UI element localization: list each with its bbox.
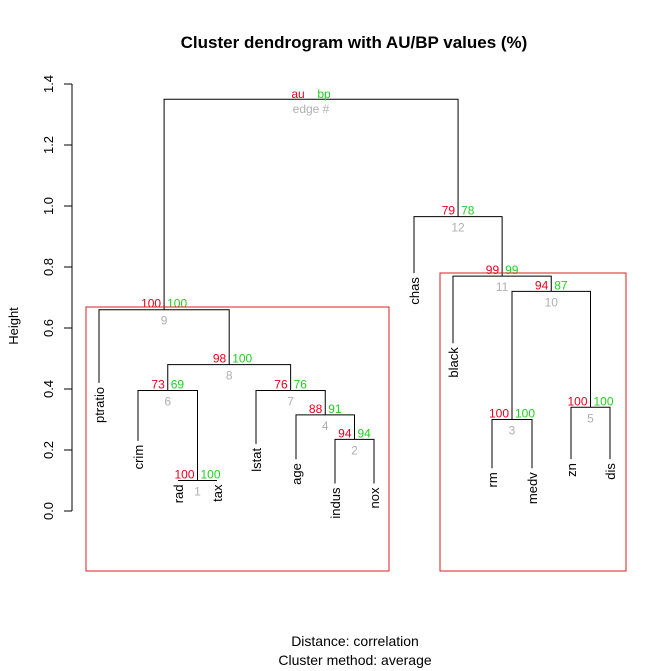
au-value: 100 <box>567 394 587 408</box>
y-tick-label: 1.0 <box>41 197 56 215</box>
leaf-label: zn <box>564 463 579 477</box>
au-value: 94 <box>535 278 549 292</box>
cluster-rectangle <box>439 272 627 572</box>
leaf-label: age <box>289 463 304 485</box>
y-tick-label: 0.4 <box>41 380 56 398</box>
leaf-label: nox <box>367 487 382 508</box>
leaf-label: chas <box>407 277 422 305</box>
legend-au: au <box>291 87 304 101</box>
leaf-label: dis <box>603 463 618 480</box>
y-axis: 0.0 0.2 0.4 0.6 0.8 1.0 1.2 1.4 <box>41 75 73 520</box>
legend-bp: bp <box>317 87 331 101</box>
au-value: 88 <box>309 402 323 416</box>
bp-value: 99 <box>505 263 519 277</box>
bp-value: 100 <box>167 297 187 311</box>
y-axis-label: Height <box>6 307 21 345</box>
au-value: 73 <box>151 378 165 392</box>
chart-title: Cluster dendrogram with AU/BP values (%) <box>181 33 528 52</box>
au-value: 100 <box>141 297 161 311</box>
edge-number: 8 <box>226 369 233 383</box>
edge-number: 9 <box>161 314 168 328</box>
leaf-labels: ptratio crim rad tax lstat age indus nox chas bla… <box>92 277 618 519</box>
edge-number: 4 <box>322 419 329 433</box>
y-tick-label: 0.0 <box>41 502 56 520</box>
edge-number: 5 <box>587 411 594 425</box>
au-value: 94 <box>338 426 352 440</box>
edge-number: 6 <box>164 395 171 409</box>
dendrogram-branch <box>163 98 459 310</box>
edge-number: 1 <box>194 485 201 499</box>
bp-value: 76 <box>294 378 308 392</box>
bp-value: 78 <box>461 204 475 218</box>
leaf-label: rm <box>485 472 500 487</box>
legend-edge: edge # <box>293 102 330 116</box>
y-tick-label: 0.8 <box>41 258 56 276</box>
au-value: 98 <box>213 352 227 366</box>
leaf-label: black <box>446 347 461 378</box>
leaf-label: crim <box>131 445 146 470</box>
cluster-rectangles <box>85 272 627 572</box>
edge-number: 2 <box>351 443 358 457</box>
au-value: 99 <box>486 263 500 277</box>
bp-value: 100 <box>232 352 252 366</box>
x-axis-distance-label: Distance: correlation <box>291 633 419 649</box>
y-tick-label: 0.2 <box>41 441 56 459</box>
leaf-label: rad <box>171 485 186 504</box>
au-value: 79 <box>442 204 456 218</box>
bp-value: 100 <box>201 468 221 482</box>
edge-number: 7 <box>287 395 294 409</box>
dendrogram-branches <box>98 98 611 484</box>
leaf-label: ptratio <box>92 387 107 423</box>
x-axis-method-label: Cluster method: average <box>278 652 432 668</box>
leaf-label: tax <box>210 484 225 502</box>
bp-value: 91 <box>328 402 342 416</box>
au-value: 76 <box>274 378 288 392</box>
leaf-label: indus <box>328 487 343 519</box>
y-tick-label: 1.4 <box>41 75 56 93</box>
leaf-label: lstat <box>249 448 264 472</box>
au-value: 100 <box>489 407 509 421</box>
cluster-rectangle <box>85 306 390 572</box>
au-value: 100 <box>174 468 194 482</box>
leaf-label: medv <box>525 472 540 504</box>
bp-value: 94 <box>358 426 372 440</box>
edge-number: 3 <box>509 424 516 438</box>
bp-value: 69 <box>171 378 185 392</box>
y-tick-label: 0.6 <box>41 319 56 337</box>
bp-value: 87 <box>554 278 568 292</box>
y-tick-label: 1.2 <box>41 136 56 154</box>
edge-number: 11 <box>496 280 509 294</box>
edge-number: 10 <box>545 295 559 309</box>
bp-value: 100 <box>594 394 614 408</box>
edge-number: 12 <box>451 221 465 235</box>
bp-value: 100 <box>515 407 535 421</box>
